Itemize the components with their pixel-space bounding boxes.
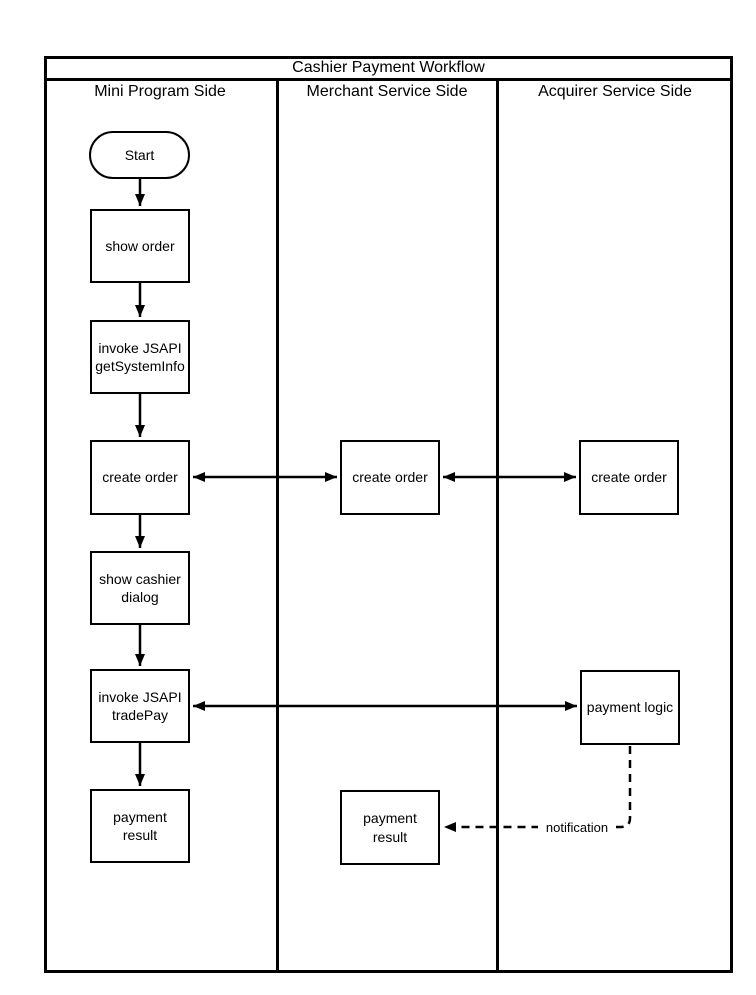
title-separator-line: [44, 78, 733, 81]
lane-header-acquirer-service: Acquirer Service Side: [538, 83, 692, 100]
node-create-order-acquirer: create order: [579, 440, 679, 515]
notification-edge-label: notification: [538, 819, 616, 836]
node-show-order: show order: [90, 209, 190, 283]
node-payment-result-merchant: payment result: [340, 790, 440, 865]
lane-header-mini-program: Mini Program Side: [94, 83, 226, 100]
diagram-frame: [44, 56, 733, 973]
node-invoke-jsapi-getsysteminfo: invoke JSAPI getSystemInfo: [90, 320, 190, 394]
node-create-order-merchant: create order: [340, 440, 440, 515]
node-show-cashier-dialog: show cashier dialog: [90, 551, 190, 625]
node-payment-result-mini: payment result: [90, 789, 190, 863]
edge-notification-dashed: [444, 746, 632, 832]
node-start: Start: [89, 131, 190, 179]
lane-divider-2: [496, 80, 499, 973]
lane-divider-1: [276, 80, 279, 973]
node-create-order-mini: create order: [90, 440, 190, 515]
diagram-title: Cashier Payment Workflow: [292, 59, 485, 76]
node-payment-logic: payment logic: [580, 670, 680, 745]
lane-header-merchant-service: Merchant Service Side: [306, 83, 468, 100]
node-invoke-jsapi-tradepay: invoke JSAPI tradePay: [90, 669, 190, 743]
